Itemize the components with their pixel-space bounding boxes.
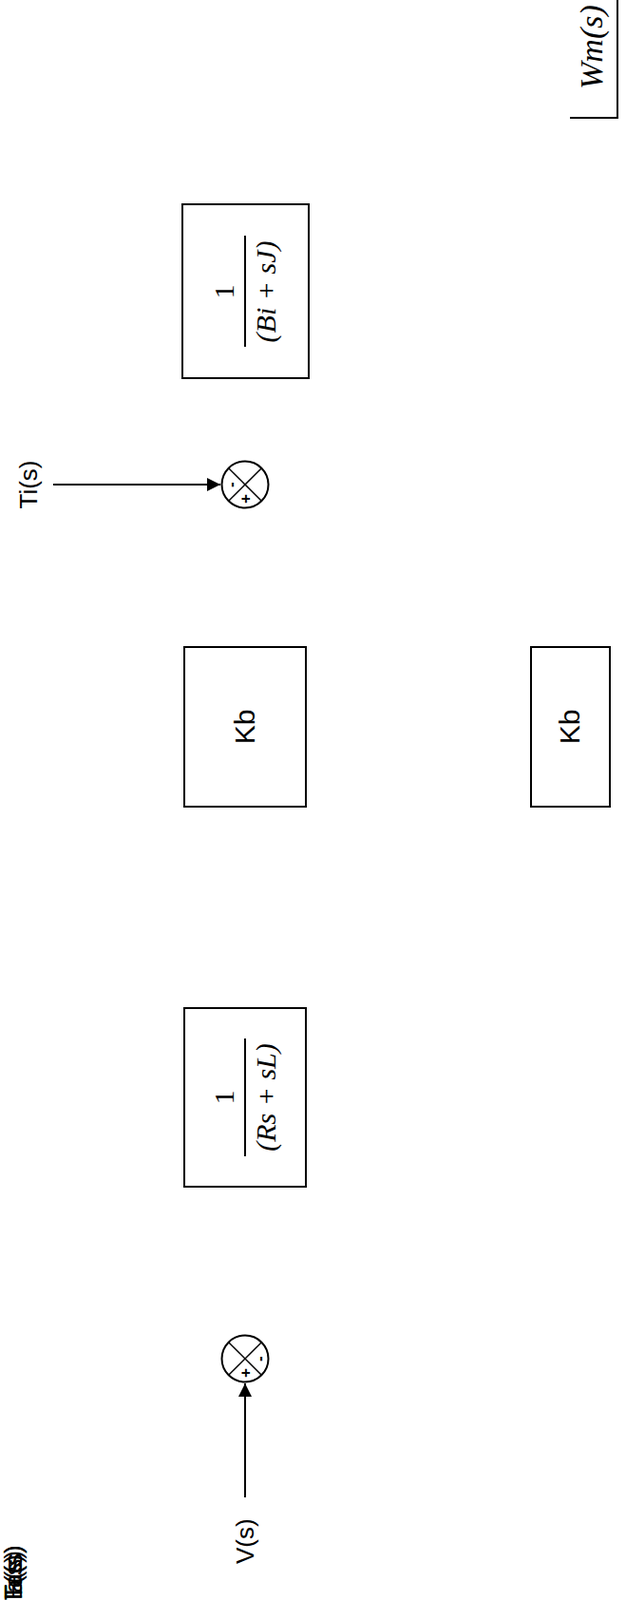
signal-label: V(s) bbox=[231, 1517, 260, 1564]
signal-label: Wm(s) bbox=[573, 4, 609, 90]
sign-label: + bbox=[237, 1367, 254, 1378]
output-wire bbox=[569, 0, 618, 118]
gain-block: Kb bbox=[530, 645, 611, 808]
transfer-block: 1 (Rs + sL) bbox=[183, 1006, 307, 1188]
fraction-bar bbox=[244, 1038, 247, 1157]
denominator: (Bi + sJ) bbox=[249, 241, 284, 343]
signal-label: Ta(s) bbox=[0, 1544, 28, 1600]
input-wire bbox=[244, 1383, 247, 1498]
numerator: 1 bbox=[208, 284, 242, 300]
sign-label: - bbox=[223, 481, 240, 488]
denominator: (Rs + sL) bbox=[249, 1043, 284, 1152]
sign-label: - bbox=[251, 1355, 268, 1362]
sign-label: + bbox=[237, 493, 254, 504]
fraction-bar bbox=[244, 236, 247, 348]
disturbance-wire bbox=[53, 483, 221, 486]
transfer-block: 1 (Bi + sJ) bbox=[181, 204, 310, 380]
gain-block: Kb bbox=[183, 645, 307, 808]
gain-text: Kb bbox=[553, 709, 587, 745]
summing-junction: +- bbox=[220, 1333, 270, 1384]
signal-label: Ti(s) bbox=[15, 459, 43, 509]
gain-text: Kb bbox=[228, 709, 262, 745]
summing-junction: +- bbox=[220, 459, 270, 510]
numerator: 1 bbox=[208, 1090, 242, 1105]
